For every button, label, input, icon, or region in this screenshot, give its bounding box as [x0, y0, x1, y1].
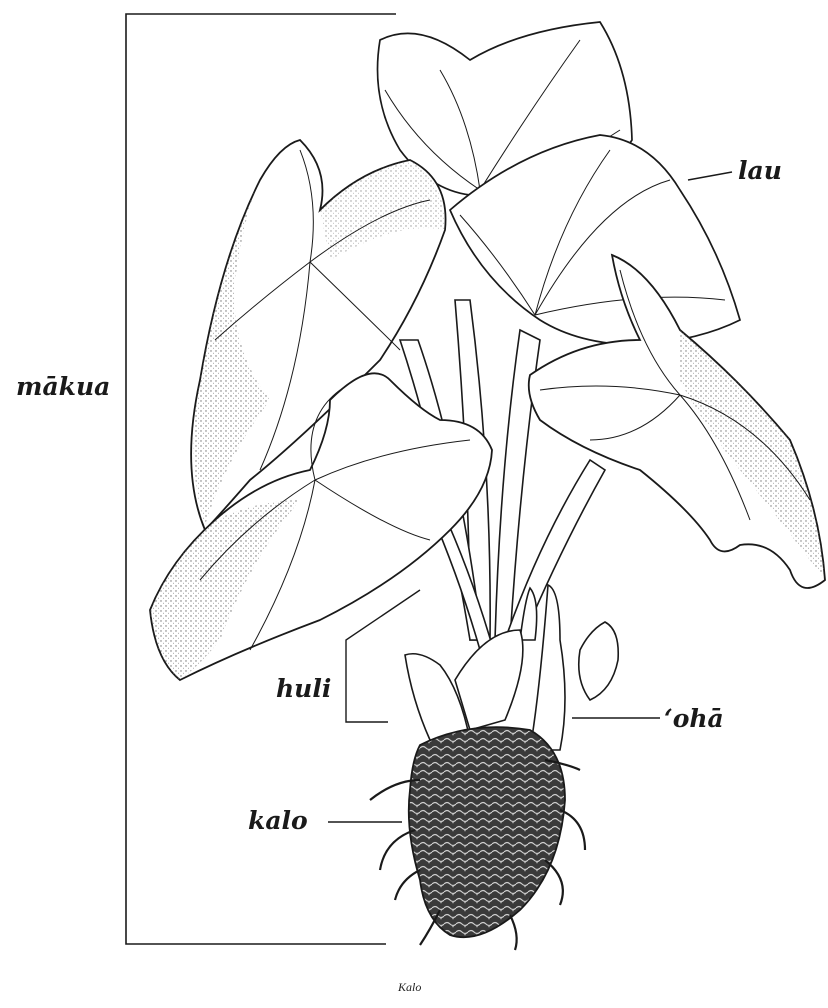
label-lau: lau: [738, 158, 782, 183]
lau-leader: [688, 172, 732, 180]
label-kalo: kalo: [248, 808, 308, 833]
label-makua: mākua: [16, 374, 110, 399]
kalo-corm: [409, 727, 565, 937]
label-oha: ‘ohā: [664, 706, 724, 731]
leaf-furled: [520, 588, 618, 700]
figure-caption: Kalo: [398, 980, 421, 995]
label-huli: huli: [276, 676, 331, 701]
